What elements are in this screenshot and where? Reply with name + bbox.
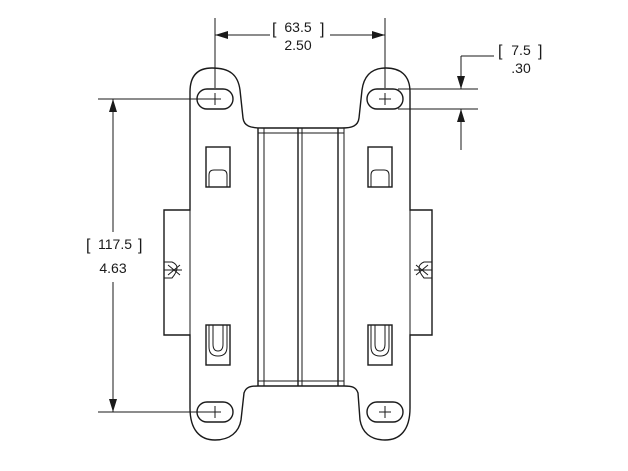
hook-lower-left	[205, 324, 231, 366]
svg-text:[: [	[498, 43, 503, 60]
plate-outline	[163, 67, 433, 441]
height-dimension: [ ] 117.5 4.63	[86, 98, 212, 413]
side-tab-left	[164, 261, 182, 279]
hook-lower-right	[367, 324, 393, 366]
height-in: 4.63	[99, 260, 126, 276]
width-mm: 63.5	[284, 19, 311, 35]
side-tab-right	[414, 261, 432, 279]
center-channel	[257, 128, 345, 386]
svg-text:]: ]	[320, 21, 324, 38]
svg-text:]: ]	[138, 237, 142, 254]
width-in: 2.50	[284, 37, 311, 53]
slot-top-right	[366, 88, 404, 110]
svg-text:[: [	[272, 21, 277, 38]
svg-text:[: [	[86, 237, 91, 254]
slot-dimension: [ ] 7.5 .30	[398, 42, 542, 150]
hook-upper-right	[367, 146, 393, 188]
svg-text:]: ]	[538, 43, 542, 60]
height-mm: 117.5	[98, 236, 132, 252]
slot-in: .30	[511, 60, 531, 76]
hook-upper-left	[205, 146, 231, 188]
slot-bottom-right	[366, 401, 404, 423]
slot-mm: 7.5	[511, 42, 531, 58]
width-dimension: [ ] 63.5 2.50	[214, 18, 386, 88]
